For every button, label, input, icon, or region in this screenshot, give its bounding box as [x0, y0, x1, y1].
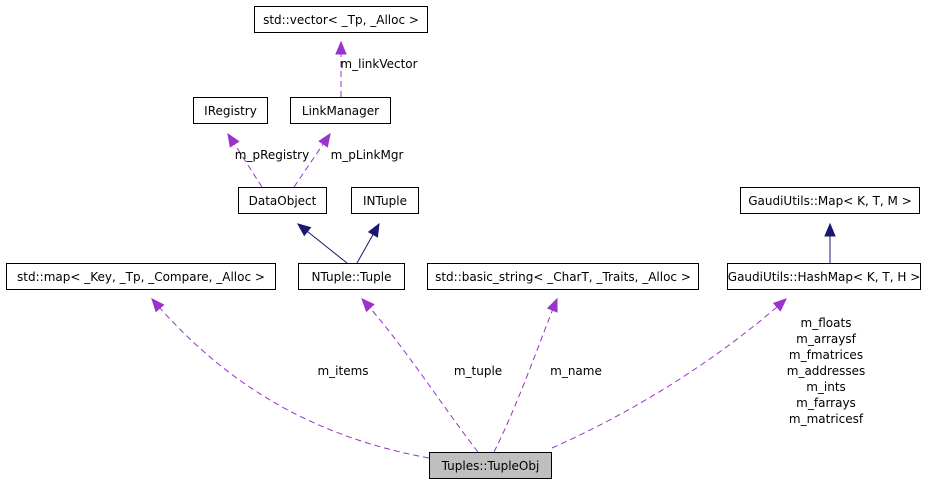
member-label: m_floats [800, 316, 852, 330]
node-std-vector[interactable]: std::vector< _Tp, _Alloc > [254, 6, 428, 33]
node-gaudiutils-map[interactable]: GaudiUtils::Map< K, T, M > [740, 187, 920, 214]
edge-label-m-pregistry: m_pRegistry [234, 148, 310, 162]
member-label: m_fmatrices [788, 348, 864, 362]
edge-label-m-linkvector: m_linkVector [340, 57, 418, 71]
edge-linkmanager-to-std-vector-arrowhead [335, 40, 347, 55]
edge-tupleobj-to-std-map [151, 298, 430, 459]
edge-label-m-name: m_name [550, 364, 602, 378]
node-std-map[interactable]: std::map< _Key, _Tp, _Compare, _Alloc > [6, 263, 276, 290]
edge-dataobject-to-iregistry-arrowhead [227, 132, 240, 148]
node-iregistry[interactable]: IRegistry [193, 97, 268, 124]
edge-tupleobj-to-hashmap-arrowhead [772, 298, 787, 312]
member-label: m_matricesf [788, 412, 864, 426]
edge-tupleobj-to-basic-string-arrowhead [546, 297, 558, 313]
node-dataobject[interactable]: DataObject [238, 187, 327, 214]
member-label: m_ints [806, 380, 846, 394]
node-intuple[interactable]: INTuple [351, 187, 419, 214]
node-ntuple-tuple[interactable]: NTuple::Tuple [298, 263, 405, 290]
node-gaudiutils-hashmap[interactable]: GaudiUtils::HashMap< K, T, H > [727, 263, 921, 290]
edge-label-m-tuple: m_tuple [453, 364, 503, 378]
edge-tupleobj-to-std-map-arrowhead [151, 298, 165, 313]
edge-label-m-items: m_items [317, 364, 369, 378]
edge-dataobject-to-linkmanager-arrowhead [318, 132, 331, 148]
edge-hashmap-to-gaudimap-arrowhead [824, 222, 836, 237]
node-linkmanager[interactable]: LinkManager [290, 97, 391, 124]
edge-tupleobj-to-ntuple-tuple [361, 298, 479, 453]
node-std-basic-string[interactable]: std::basic_string< _CharT, _Traits, _All… [427, 263, 699, 290]
edge-tupleobj-to-basic-string [493, 298, 558, 453]
node-tuples-tupleobj[interactable]: Tuples::TupleObj [429, 452, 552, 479]
member-label: m_addresses [786, 364, 866, 378]
edge-label-m-plinkmgr: m_pLinkMgr [330, 148, 404, 162]
edge-tupleobj-to-hashmap [551, 298, 787, 449]
edge-tuple-to-intuple-arrowhead [367, 222, 380, 238]
member-label: m_farrays [796, 396, 856, 410]
member-label: m_arraysf [796, 332, 856, 346]
edge-tupleobj-to-ntuple-tuple-arrowhead [361, 298, 375, 313]
edge-tuple-to-dataobject-arrowhead [296, 223, 312, 237]
